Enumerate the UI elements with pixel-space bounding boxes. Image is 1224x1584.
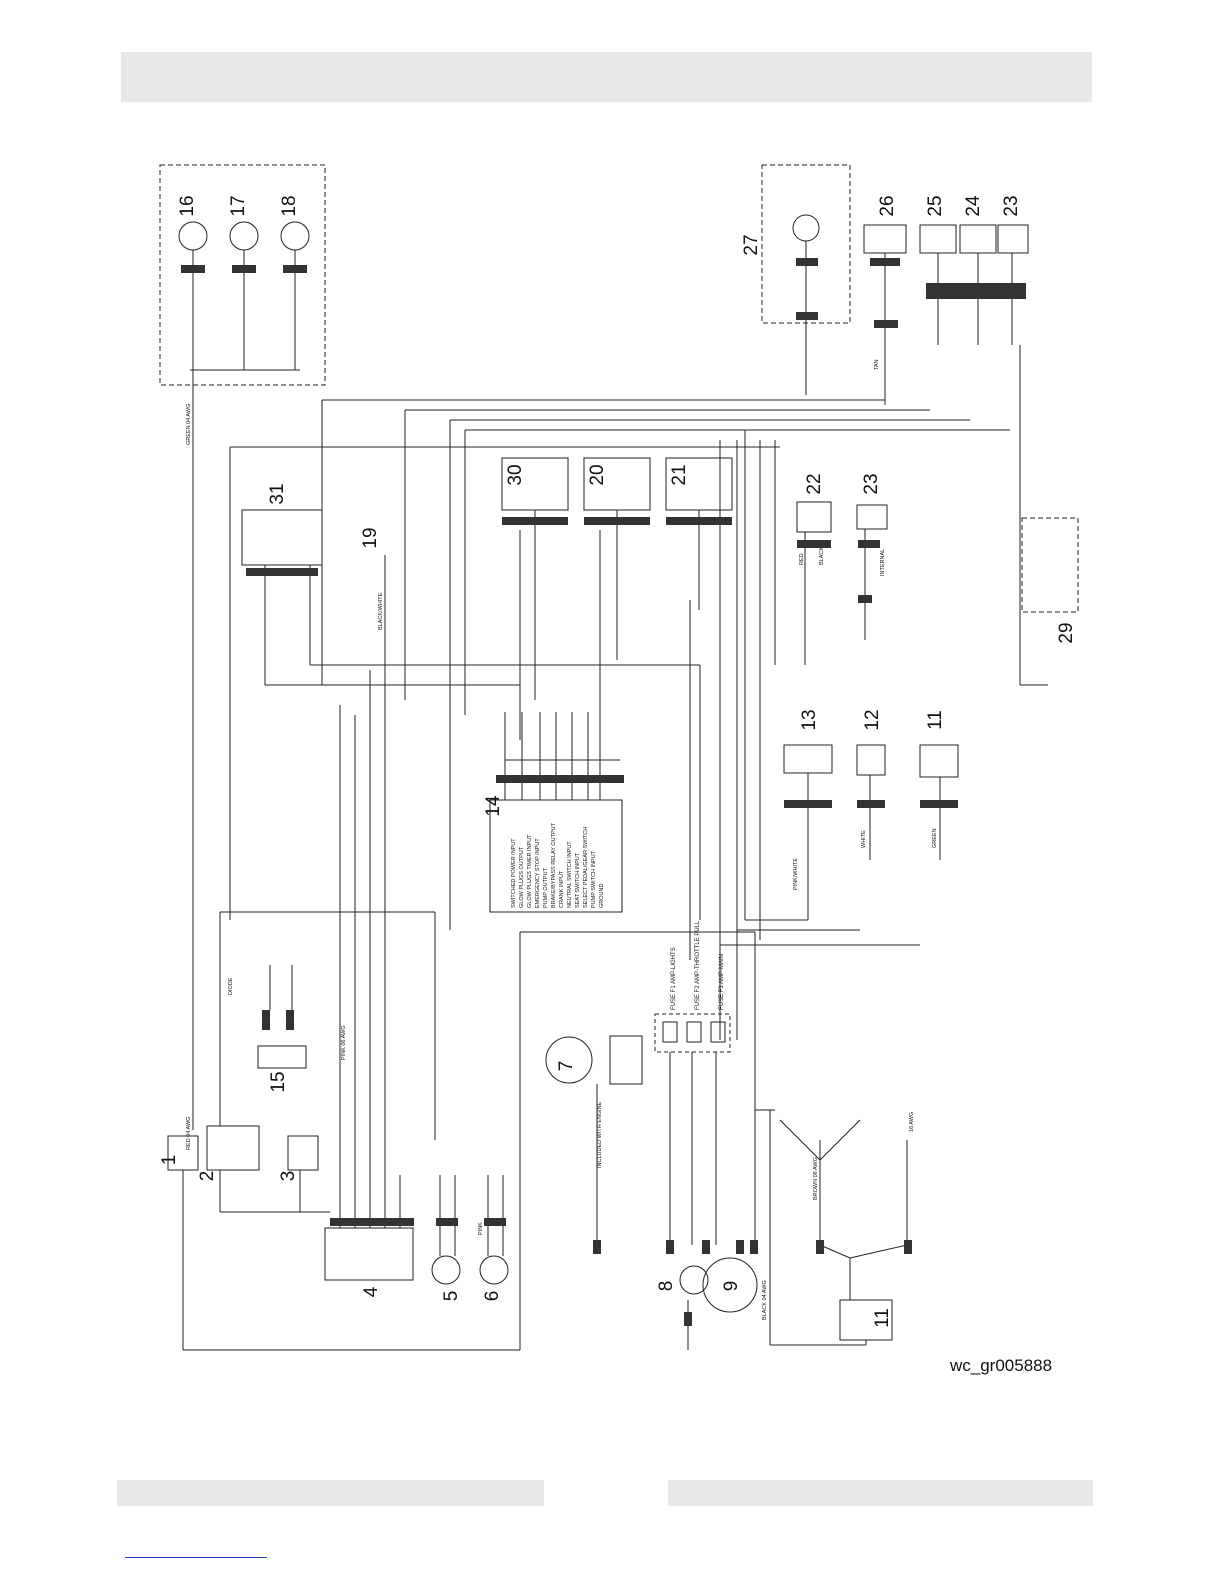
wire-label-included-engine: INCLUDED WITH ENGINE [597, 1101, 603, 1168]
wire-label-internal: INTERNAL [880, 549, 886, 576]
label-8: 8 [656, 1281, 677, 1292]
wire-label-black-white: BLACK/WHITE [378, 592, 384, 630]
label-16: 16 [177, 195, 198, 216]
label-17: 17 [228, 195, 249, 216]
label-3: 3 [278, 1171, 299, 1182]
label-26: 25 [925, 195, 946, 216]
enclosure-29 [1021, 517, 1079, 613]
label-19: 19 [360, 527, 381, 548]
fuse-block-enclosure [654, 1013, 731, 1053]
module-14-function-12: GROUND [599, 884, 605, 908]
label-7: 7 [556, 1061, 577, 1072]
label-4: 4 [361, 1286, 382, 1297]
module-14-function-2: GLOW PLUGS OUTPUT [519, 846, 525, 908]
lights-enclosure-16-18 [159, 164, 326, 386]
label-14: 14 [483, 795, 504, 817]
wire-label-tan: TAN [874, 359, 880, 370]
label-13: 13 [799, 709, 820, 730]
label-9: 9 [721, 1281, 742, 1292]
label-6: 6 [482, 1291, 503, 1302]
label-27: 26 [877, 195, 898, 216]
module-14-function-4: EMERGENCY STOP INPUT [535, 838, 541, 908]
label-29: 29 [1056, 622, 1077, 643]
label-11-upper: 11 [925, 710, 946, 730]
wire-label-white: WHITE [861, 830, 867, 848]
label-18: 18 [279, 195, 300, 216]
module-14-function-11: PUMP SWITCH INPUT [591, 850, 597, 908]
fuse-label-lights: FUSE F1 AMP-LIGHTS [671, 947, 677, 1010]
label-24: 23 [1001, 195, 1022, 216]
label-22: 22 [804, 473, 825, 494]
module-14-function-5: PUMP OUTPUT [543, 867, 549, 908]
wire-label-black: BLACK 04 AWG [762, 1280, 768, 1320]
wire-label-green: GREEN 04 AWG [186, 404, 192, 445]
label-20: 20 [587, 464, 608, 485]
label-15: 15 [268, 1071, 289, 1092]
label-12: 12 [862, 709, 883, 730]
footer-bar-left [117, 1480, 544, 1506]
module-14-function-6: BRAKE/BYPASS RELAY OUTPUT [551, 822, 557, 908]
module-14-function-3: GLOW PLUGS TIMER INPUT [527, 834, 533, 908]
wire-label-pink: PINK 06 AWG [341, 1025, 347, 1060]
footer-link-underline[interactable] [125, 1557, 267, 1558]
fuse-label-main: FUSE F3 AMP-MAIN [719, 954, 725, 1010]
label-1: 1 [159, 1155, 180, 1166]
label-11-lower: 11 [872, 1308, 893, 1328]
module-14-function-9: SEAT SWITCH INPUT [575, 852, 581, 908]
wire-label-red-22: RED [799, 553, 805, 565]
wire-label-diode: DIODE [228, 977, 234, 995]
figure-id: wc_gr005888 [950, 1356, 1053, 1375]
module-14-function-1: SWITCHED POWER INPUT [511, 838, 517, 908]
module-14-function-7: CRANK INPUT [559, 870, 565, 908]
label-5: 5 [441, 1291, 462, 1302]
wire-label-pink-white: PINK/WHITE [793, 858, 799, 890]
label-31: 31 [267, 483, 288, 504]
wire-label-16awg: 16 AWG [909, 1112, 915, 1132]
header-bar [121, 52, 1092, 102]
label-21: 21 [669, 464, 690, 485]
label-2: 2 [197, 1171, 218, 1182]
label-23: 23 [861, 473, 882, 494]
wire-label-pink-6: PINK [478, 1222, 484, 1235]
wire-label-red: RED 04 AWG [186, 1117, 192, 1150]
wire-label-black-22: BLACK [819, 547, 825, 565]
label-28: 27 [741, 234, 762, 255]
fuse-label-throttle: FUSE F2 AMP-THROTTLE PULL [695, 920, 701, 1010]
footer-bar-right [668, 1480, 1093, 1506]
label-30: 30 [505, 464, 526, 485]
module-14-function-10: SELECT PEDAL/GEAR SWITCH [583, 827, 589, 908]
label-25: 24 [963, 195, 984, 217]
wire-label-brown: BROWN 08 AWG [813, 1157, 819, 1200]
module-14-function-8: NEUTRAL SWITCH INPUT [567, 841, 573, 908]
wire-label-green-11: GREEN [932, 828, 938, 848]
